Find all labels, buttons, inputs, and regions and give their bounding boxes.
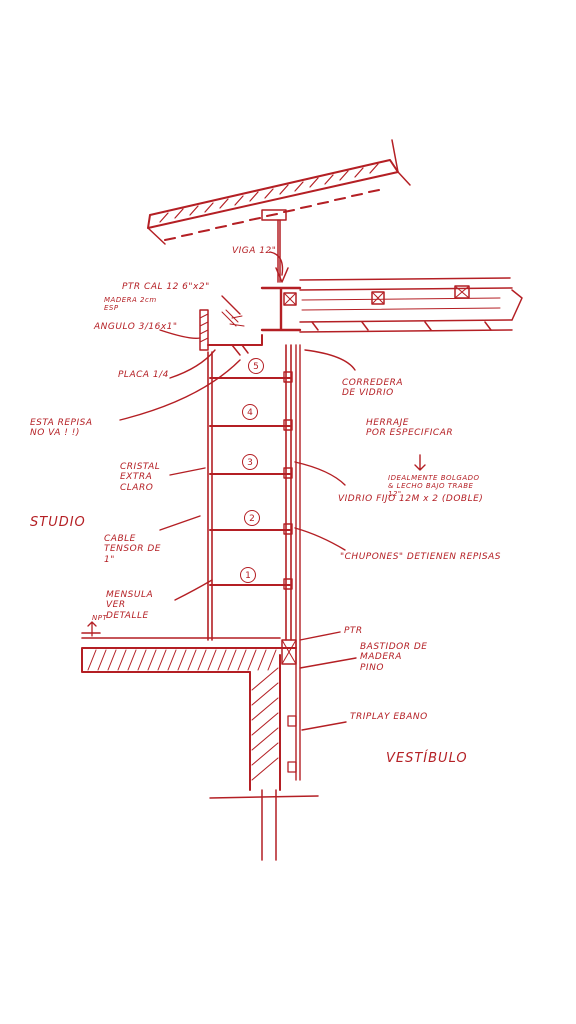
label-corredera: CORREDERA DE VIDRIO <box>342 378 404 399</box>
label-herraje: HERRAJE POR ESPECIFICAR <box>366 418 454 439</box>
wall-below <box>209 654 319 861</box>
roof-slab <box>147 139 411 245</box>
shelf-number-5: 5 <box>248 358 264 374</box>
label-cristal: CRISTAL EXTRA CLARO <box>120 462 161 493</box>
label-vidrio-fijo: VIDRIO FIJO 12M x 2 (DOBLE) <box>338 494 484 504</box>
label-mensula: MENSULA VER DETALLE <box>106 590 154 621</box>
label-triplay: TRIPLAY EBANO <box>350 712 428 722</box>
label-bastidor: BASTIDOR DE MADERA PINO <box>360 642 428 673</box>
label-placa: PLACA 1/4 <box>118 370 169 380</box>
wood-block <box>199 309 263 356</box>
label-vestibulo: VESTÍBULO <box>386 751 468 766</box>
shelf-number-3: 3 <box>242 454 258 470</box>
label-ptr-cal: PTR CAL 12 6"x2" <box>122 282 210 292</box>
label-angulo: ANGULO 3/16x1" <box>94 322 178 332</box>
shelf-number-2: 2 <box>244 510 260 526</box>
label-esta-repisa: ESTA REPISA NO VA ! !) <box>30 418 93 439</box>
label-cable: CABLE TENSOR DE 1" <box>104 534 161 565</box>
floor-slab <box>81 621 297 673</box>
label-npt: NPT <box>92 614 108 622</box>
label-studio: STUDIO <box>30 515 86 530</box>
label-madera: MADERA 2cm ESP <box>104 296 157 313</box>
shelf-number-1: 1 <box>240 567 256 583</box>
ceiling-joists <box>299 277 523 333</box>
leader-lines <box>119 251 426 731</box>
label-ptr: PTR <box>344 626 363 636</box>
label-chupones: "CHUPONES" DETIENEN REPISAS <box>340 552 501 562</box>
steel-beam <box>260 267 302 332</box>
shelves <box>209 371 293 590</box>
ptr-frame <box>281 639 297 773</box>
glass-panels <box>207 344 301 781</box>
label-viga: VIGA 12" <box>232 246 277 256</box>
shelf-number-4: 4 <box>242 404 258 420</box>
label-idealmente: IDEALMENTE BOLGADO & LECHO BAJO TRABE 12… <box>388 474 480 499</box>
